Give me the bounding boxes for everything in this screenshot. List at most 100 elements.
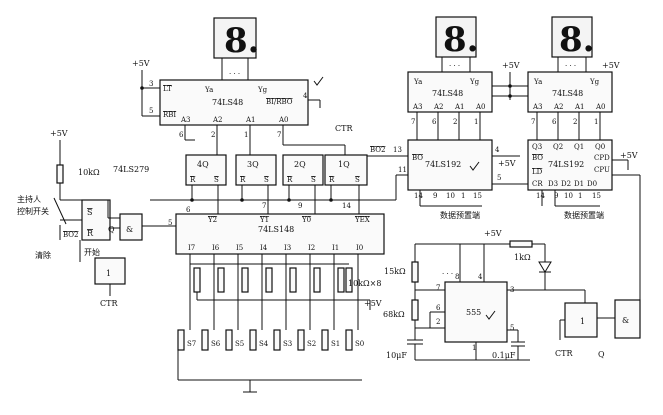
- pin-14c: 14: [414, 192, 423, 200]
- decoder-right-a1: A1: [574, 103, 585, 111]
- pin-6a: 6: [179, 131, 184, 139]
- counter-right-q2: Q2: [553, 143, 563, 151]
- encoder-label: 74LS148: [258, 225, 294, 234]
- latch-74ls279: 4Q 3Q 2Q 1Q R S R S R S R S: [185, 154, 368, 186]
- counter-mid-label: 74LS192: [425, 160, 461, 169]
- r15k-label: 15kΩ: [384, 267, 406, 276]
- pin-3: 3: [149, 80, 153, 88]
- counter-right-d3: D3: [548, 180, 558, 188]
- gate-network-right: 1 & CTR Q: [555, 299, 641, 359]
- pin-2e: 2: [436, 318, 440, 326]
- dots-555: · · ·: [442, 270, 453, 278]
- pin-1e: 1: [461, 192, 465, 200]
- pin-11: 11: [398, 166, 407, 174]
- r10k-label: 10kΩ: [78, 168, 100, 177]
- decoder-right-a2: A2: [553, 103, 564, 111]
- latch-r2: R: [287, 176, 293, 184]
- pin-2a: 2: [211, 131, 215, 139]
- bo2-label-mid: BO2: [370, 146, 385, 154]
- pin-14b: 14: [342, 202, 351, 210]
- led-network: 1kΩ: [498, 240, 552, 290]
- latch-s4: S: [214, 176, 219, 184]
- pin-7a: 7: [277, 131, 281, 139]
- switch-s1: S1: [331, 340, 340, 348]
- preset-right-label: 数据预置端: [564, 210, 604, 220]
- vcc-label-5: +5V: [364, 299, 382, 308]
- not-gate-right: 1: [580, 317, 585, 326]
- sr-q: Q: [108, 225, 115, 234]
- ctr-label-top: CTR: [335, 124, 353, 133]
- encoder-y1: Y1: [259, 216, 269, 224]
- switch-s6: S6: [211, 340, 221, 348]
- display-right-digit: 8.: [559, 20, 595, 60]
- and-gate-left: &: [126, 225, 133, 234]
- pin-9d: 9: [554, 192, 558, 200]
- pin-8e: 8: [455, 273, 459, 281]
- vcc-label-1: +5V: [132, 59, 150, 68]
- decoder-mid-label: 74LS48: [432, 89, 463, 98]
- pin-7b: 7: [262, 202, 266, 210]
- encoder-i1: I1: [332, 244, 339, 252]
- latch-1q: 1Q: [338, 160, 350, 169]
- decoder-74ls48-mid: 74LS48 Ya Yg A3 A2 A1 A0: [407, 71, 493, 113]
- pin-14d: 14: [536, 192, 545, 200]
- pin-1f: 1: [578, 192, 582, 200]
- encoder-i5: I5: [236, 244, 243, 252]
- decoder-left-yg: Yg: [257, 86, 268, 94]
- latch-3q: 3Q: [247, 160, 259, 169]
- latch-4q: 4Q: [197, 160, 209, 169]
- decoder-mid-yg: Yg: [469, 78, 480, 86]
- latch-s1: S: [355, 176, 360, 184]
- counter-right-cr: CR: [532, 180, 543, 188]
- latch-s3: S: [264, 176, 269, 184]
- decoder-right-yg: Yg: [589, 78, 600, 86]
- switch-s0: S0: [355, 340, 364, 348]
- display-left: 8.: [213, 17, 260, 61]
- latch-chip-label: 74LS279: [113, 165, 149, 174]
- counter-right-label: 74LS192: [548, 160, 584, 169]
- latch-s2: S: [311, 176, 316, 184]
- pin-7e: 7: [436, 284, 440, 292]
- c01u-label: 0.1μF: [492, 351, 516, 360]
- pin-1d: 1: [594, 118, 598, 126]
- latch-wires: 6 7 9 14: [150, 185, 360, 214]
- decoder-mid-a3: A3: [412, 103, 423, 111]
- timer-label: 555: [466, 308, 481, 317]
- ctr-label-right: CTR: [555, 349, 573, 358]
- pin-7d: 7: [531, 118, 535, 126]
- c10u-label: 10μF: [386, 351, 407, 360]
- pin-15d: 15: [592, 192, 601, 200]
- pin-4: 4: [303, 92, 308, 100]
- vcc-label-8: +5V: [484, 229, 502, 238]
- pin-2d: 2: [573, 118, 577, 126]
- pin-13: 13: [393, 146, 402, 154]
- decoder-mid-a1: A1: [454, 103, 465, 111]
- display-mid: 8.: [435, 16, 479, 60]
- decoder-left-a3: A3: [180, 116, 191, 124]
- decoder-mid-ya: Ya: [413, 78, 422, 86]
- counter-right-ld: LD: [532, 168, 543, 176]
- pin-5b: 5: [168, 219, 172, 227]
- host-switch-label-1: 主持人: [17, 194, 41, 204]
- pin-6c: 6: [432, 118, 437, 126]
- pin-1c: 1: [474, 118, 478, 126]
- latch-r3: R: [240, 176, 246, 184]
- mid-bus: 7 6 2 1 7 6 2 1: [411, 112, 601, 140]
- pin-9c: 9: [433, 192, 437, 200]
- encoder-i4: I4: [260, 244, 268, 252]
- pin-6e: 6: [436, 304, 441, 312]
- decoder-left-birbo: BI/RBO: [266, 98, 293, 106]
- vcc-label-2: +5V: [50, 129, 68, 138]
- decoder-right-a3: A3: [532, 103, 543, 111]
- decoder-left-lt: LT: [163, 85, 172, 93]
- pin-5c: 5: [497, 174, 501, 182]
- sr-r: R: [87, 229, 94, 238]
- encoder-y0: Y0: [301, 216, 311, 224]
- clear-label: 清除: [35, 250, 51, 260]
- encoder-i2: I2: [308, 244, 315, 252]
- decoder-right-label: 74LS48: [552, 89, 583, 98]
- pin-7c: 7: [411, 118, 415, 126]
- preset-mid-label: 数据预置端: [440, 210, 480, 220]
- latch-r4: R: [190, 176, 196, 184]
